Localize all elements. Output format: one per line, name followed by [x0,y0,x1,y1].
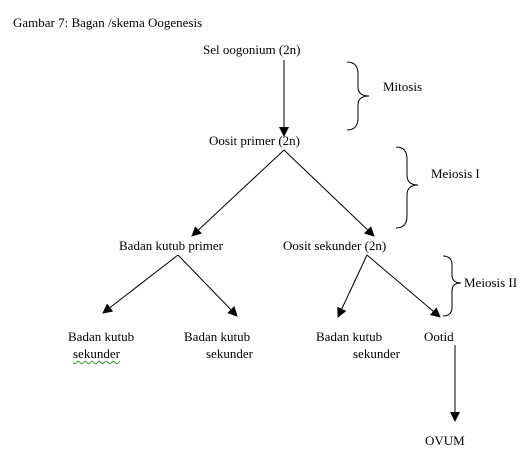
node-oosit-primer: Oosit primer (2n) [209,133,300,148]
node-ootid: Ootid [424,329,454,344]
brace-meiosis-1 [395,146,419,229]
node-badan-kutub-primer: Badan kutub primer [119,238,223,253]
node-bk-sekunder-2-line2: sekunder [206,346,253,361]
figure-caption: Gambar 7: Bagan /skema Oogenesis [13,15,203,30]
node-bk-sekunder-1-line1: Badan kutub [68,329,135,344]
arrow-oosit-sekunder-to-bk-sekunder-3 [337,254,368,318]
stage-meiosis-1: Meiosis I [431,166,480,181]
arrow-badan-kutub-primer-to-bk-sekunder-1 [102,254,179,314]
node-bk-sekunder-3-line2: sekunder [353,346,400,361]
arrow-oosit-sekunder-to-ootid [366,254,441,318]
arrow-oosit-primer-to-oosit-sekunder [283,149,375,237]
node-bk-sekunder-3-line1: Badan kutub [316,329,383,344]
node-bk-sekunder-2-line1: Badan kutub [184,329,251,344]
stage-mitosis: Mitosis [383,79,423,94]
node-sel-oogonium: Sel oogonium (2n) [203,42,301,57]
node-ovum: OVUM [425,433,465,448]
node-oosit-sekunder: Oosit sekunder (2n) [283,238,387,253]
node-bk-sekunder-1-line2: sekunder [73,346,120,361]
brace-meiosis-2 [442,255,462,317]
stage-meiosis-2: Meiosis II [464,275,518,290]
brace-mitosis [346,61,370,131]
arrow-oosit-primer-to-badan-kutub-primer [191,149,285,237]
arrow-badan-kutub-primer-to-bk-sekunder-2 [177,254,238,317]
